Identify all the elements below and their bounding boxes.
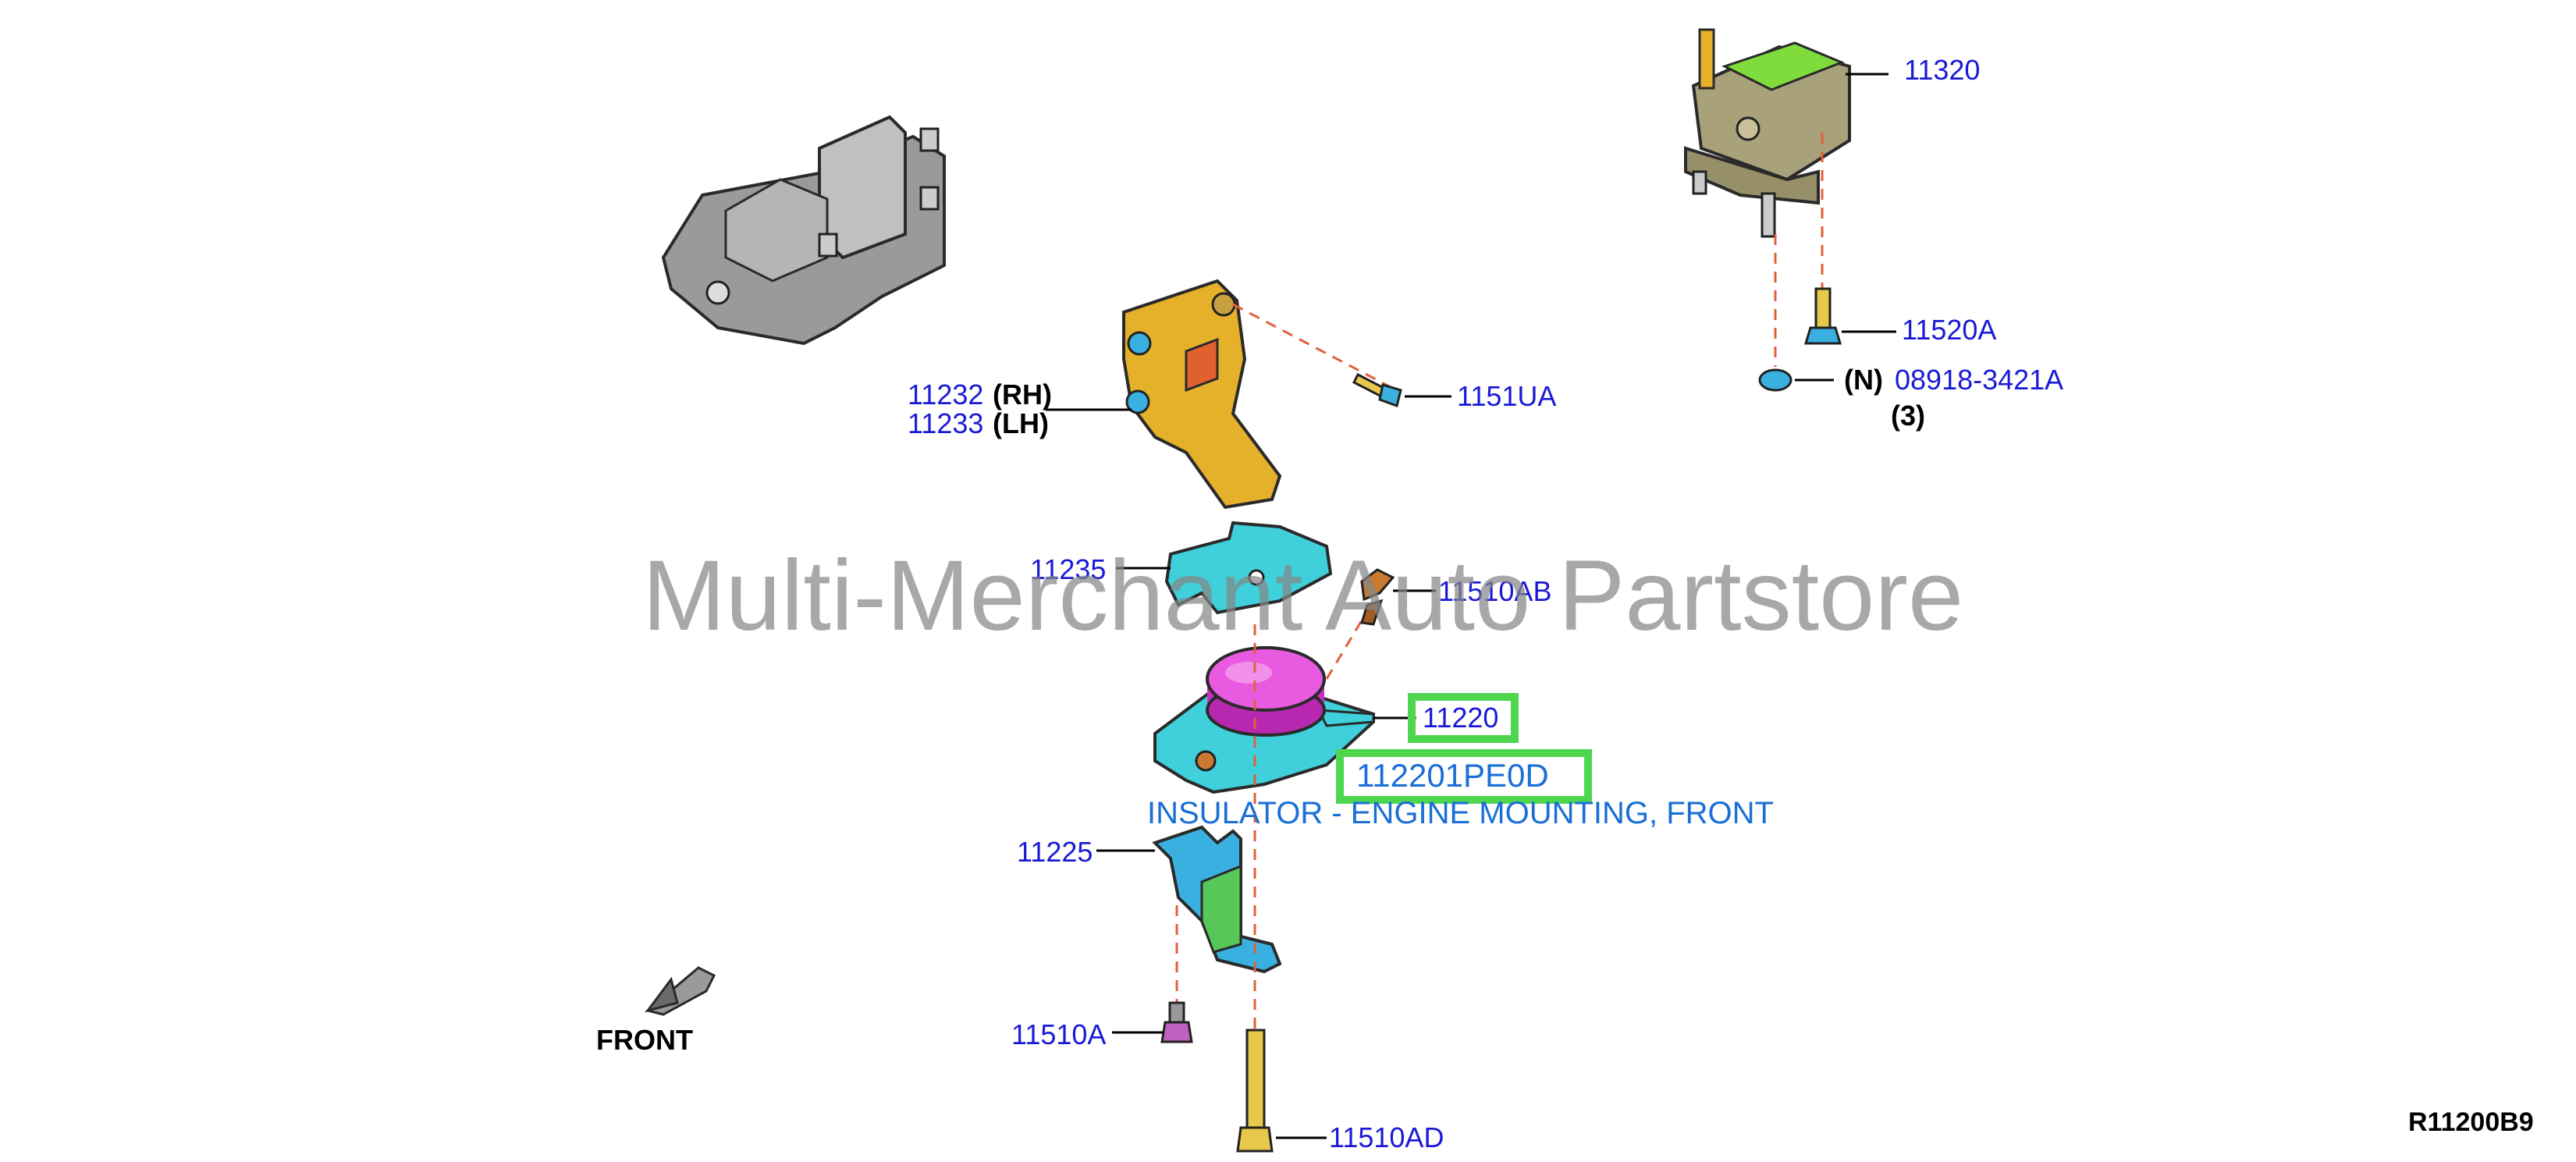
callout-11510a[interactable]: 11510A — [1011, 1018, 1107, 1050]
highlight-box-part-ref[interactable] — [1408, 693, 1519, 743]
highlight-box-part-number[interactable] — [1336, 749, 1592, 804]
callout-08918-3421a[interactable]: 08918-3421A — [1895, 364, 2064, 396]
front-label: FRONT — [596, 1024, 693, 1056]
callout-11232-suffix: (RH) — [993, 378, 1052, 410]
insulator-11220-illustration — [1153, 646, 1416, 794]
part-description: INSULATOR - ENGINE MOUNTING, FRONT — [1147, 796, 1774, 830]
callout-1151ua[interactable]: 1151UA — [1457, 380, 1557, 412]
callout-11510ad[interactable]: 11510AD — [1329, 1121, 1444, 1153]
watermark: Multi-Merchant Auto Partstore — [642, 540, 1964, 652]
bracket-11225-illustration — [1096, 825, 1282, 974]
bolt-11520a-illustration — [1803, 133, 1896, 345]
callout-11233-suffix: (LH) — [993, 407, 1049, 439]
bolt-11510ab-illustration — [1325, 568, 1436, 680]
bracket-11232-illustration — [1046, 279, 1282, 510]
nut-08918-illustration — [1758, 234, 1834, 392]
callout-11232[interactable]: 11232 — [908, 378, 984, 410]
callout-08918-prefix: (N) — [1844, 364, 1883, 396]
bolt-11510ad-illustration — [1236, 624, 1327, 1153]
front-arrow-icon — [645, 966, 716, 1016]
diagram-code: R11200B9 — [2408, 1107, 2534, 1137]
callout-11225[interactable]: 11225 — [1017, 836, 1093, 868]
rear-mount-illustration — [1684, 28, 1888, 238]
engine-mount-assembly-illustration — [661, 115, 946, 346]
callout-11320[interactable]: 11320 — [1904, 54, 1981, 86]
bolt-11510a-illustration — [1112, 905, 1193, 1043]
callout-11233[interactable]: 11233 — [908, 407, 984, 439]
callout-11235[interactable]: 11235 — [1030, 553, 1107, 585]
part-number[interactable]: 112201PE0D — [1356, 757, 1549, 794]
callout-11220[interactable]: 11220 — [1423, 702, 1499, 734]
callout-08918-qty: (3) — [1891, 400, 1925, 432]
bolt-1151ua-illustration — [1232, 303, 1451, 407]
plate-11235-illustration — [1116, 521, 1333, 615]
callout-11510ab[interactable]: 11510AB — [1438, 575, 1552, 607]
callout-11520a[interactable]: 11520A — [1902, 314, 1997, 346]
